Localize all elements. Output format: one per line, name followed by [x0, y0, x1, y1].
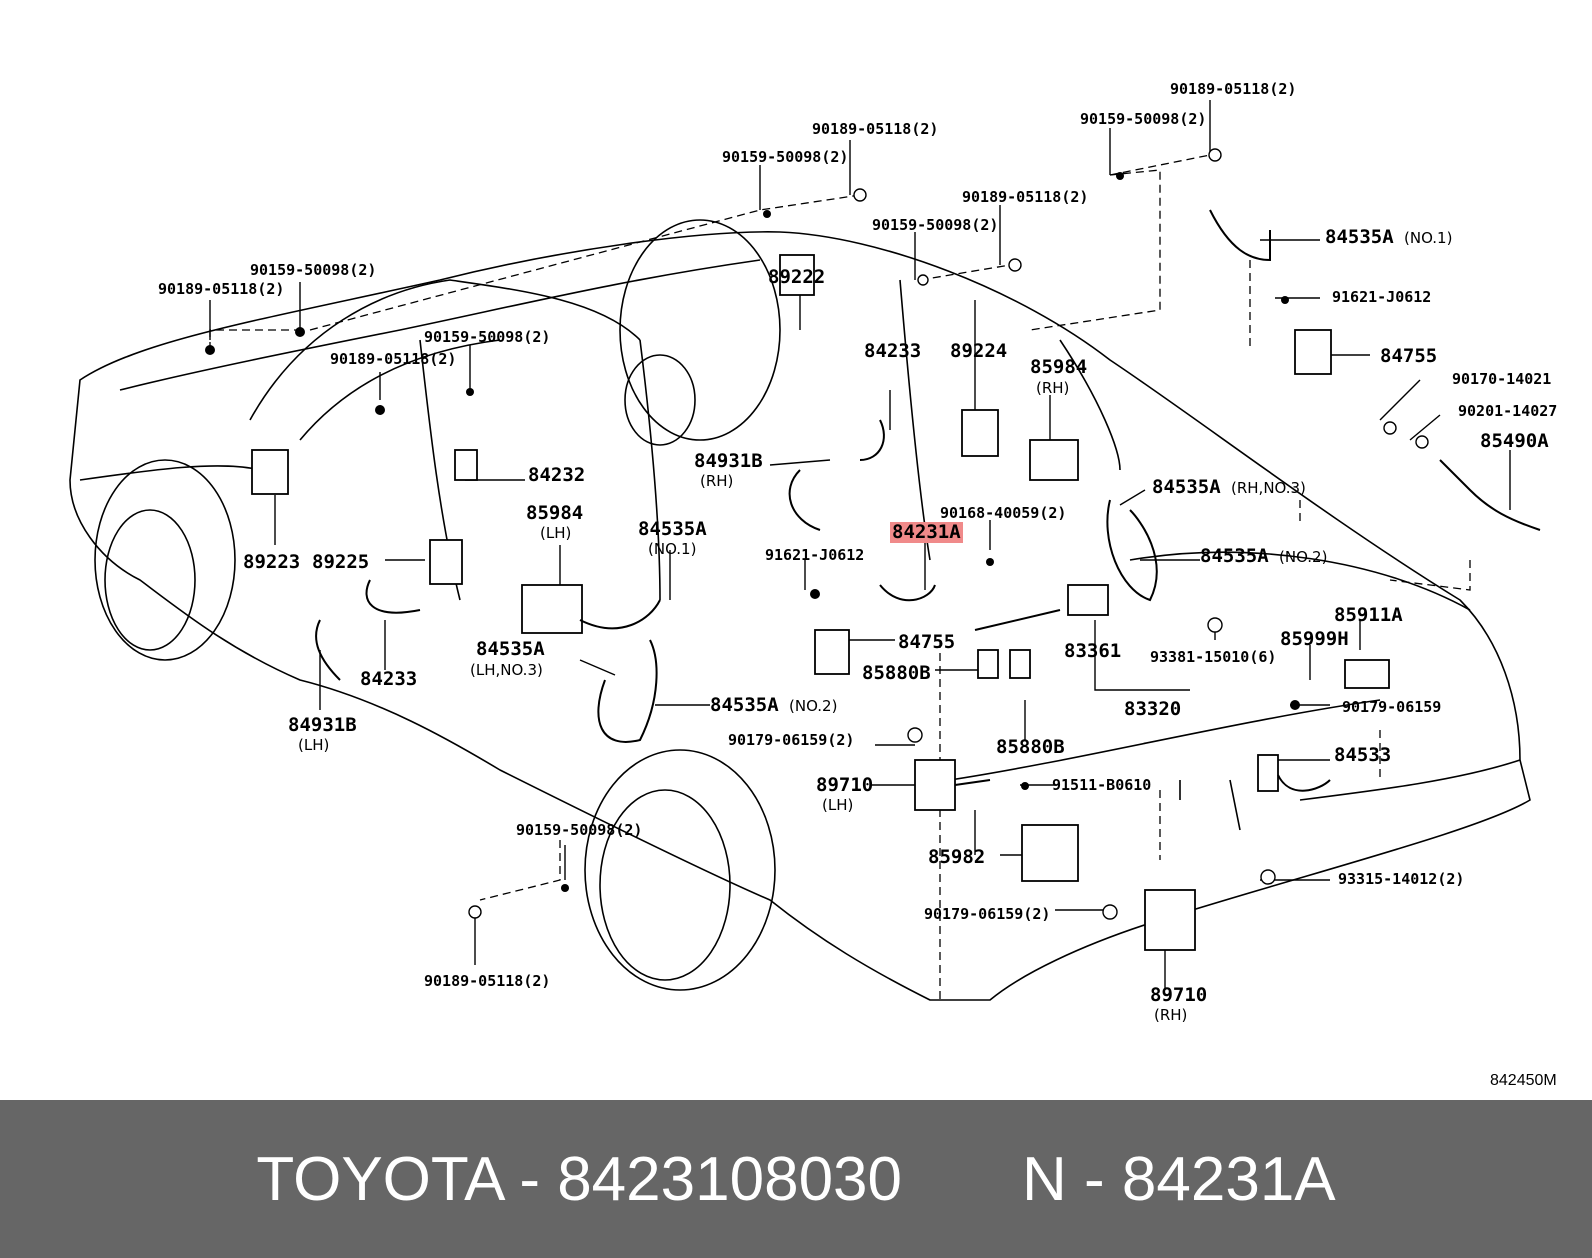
part-sublabel: (RH,NO.3) [1231, 479, 1306, 497]
part-label: 90159-50098(2) [722, 148, 849, 166]
part-label: 90189-05118(2) [962, 188, 1089, 206]
footer-bar: TOYOTA - 8423108030 N - 84231A [0, 1100, 1592, 1258]
part-label: 89225 [312, 551, 370, 573]
car-wiring-illustration [69, 100, 1541, 1001]
part-label: 90170-14021 [1452, 370, 1552, 388]
part-label: 83320 [1124, 698, 1182, 720]
part-label: 90179-06159(2) [924, 905, 1051, 923]
part-label-highlighted-84231A: 84231A [890, 521, 963, 543]
part-label: 89223 [243, 551, 301, 573]
part-label: 84755 [1380, 345, 1438, 367]
diagram-code: 842450M [1490, 1072, 1557, 1089]
part-label: 90179-06159(2) [728, 731, 855, 749]
part-label: 90159-50098(2) [250, 261, 377, 279]
part-label: 89710 [816, 774, 874, 796]
part-sublabel: (NO.2) [789, 697, 838, 715]
part-label: 85984 [1030, 356, 1088, 378]
part-sublabel: (RH) [1154, 1006, 1188, 1024]
part-label: 90189-05118(2) [1170, 80, 1297, 98]
part-label: 90159-50098(2) [516, 821, 643, 839]
part-label-84535A-no1: 84535A [1325, 226, 1394, 248]
part-sublabel: (LH) [822, 796, 854, 814]
part-label: 84931B [694, 450, 763, 472]
part-label: 91621-J0612 [765, 546, 865, 564]
part-label: 84535A [710, 694, 779, 716]
part-label: 93381-15010(6) [1150, 648, 1277, 666]
part-label: 84232 [528, 464, 586, 486]
part-label: 90179-06159 [1342, 698, 1442, 716]
part-sublabel: (RH) [1036, 379, 1070, 397]
part-label: 90168-40059(2) [940, 504, 1067, 522]
part-label: 91621-J0612 [1332, 288, 1432, 306]
part-label: 85490A [1480, 430, 1549, 452]
part-label: 89222 [768, 266, 826, 288]
part-label: 84233 [360, 668, 418, 690]
part-label: 84535A [1152, 476, 1221, 498]
part-label: 84535A [638, 518, 707, 540]
part-label: 85999H [1280, 628, 1349, 650]
part-label: 90189-05118(2) [330, 350, 457, 368]
part-label: 90189-05118(2) [158, 280, 285, 298]
part-sublabel: (LH) [540, 524, 572, 542]
part-label: 90189-05118(2) [424, 972, 551, 990]
part-label: 85911A [1334, 604, 1403, 626]
part-sublabel: (LH) [298, 736, 330, 754]
part-sublabel: (NO.2) [1279, 548, 1328, 566]
part-label: 84233 [864, 340, 922, 362]
part-label: 90159-50098(2) [424, 328, 551, 346]
part-label: 85880B [996, 736, 1065, 758]
part-label: 83361 [1064, 640, 1122, 662]
part-sublabel: (RH) [700, 472, 734, 490]
part-label: 90201-14027 [1458, 402, 1558, 420]
part-label: 84931B [288, 714, 357, 736]
part-label: 89710 [1150, 984, 1208, 1006]
part-label: 89224 [950, 340, 1008, 362]
part-label-84535A-no2: 84535A [1200, 545, 1269, 567]
part-label: 85982 [928, 846, 986, 868]
part-label: 90159-50098(2) [872, 216, 999, 234]
part-label: 90159-50098(2) [1080, 110, 1207, 128]
brand-part-number: TOYOTA - 8423108030 [256, 1144, 903, 1214]
part-label: 84533 [1334, 744, 1392, 766]
part-label: 91511-B0610 [1052, 776, 1152, 794]
part-sublabel: (NO.1) [648, 540, 697, 558]
part-label: 90189-05118(2) [812, 120, 939, 138]
part-label: 85880B [862, 662, 931, 684]
reference-number: N - 84231A [1022, 1144, 1336, 1214]
part-label: 93315-14012(2) [1338, 870, 1465, 888]
part-label: 84535A [476, 638, 545, 660]
part-sublabel: (LH,NO.3) [470, 661, 543, 679]
part-sublabel: (NO.1) [1404, 229, 1453, 247]
parts-diagram: 90189-05118(2) 90159-50098(2) 90189-0511… [69, 80, 1558, 1089]
part-label: 85984 [526, 502, 584, 524]
footer-caption: TOYOTA - 8423108030 N - 84231A [0, 1100, 1592, 1258]
part-label: 84755 [898, 631, 956, 653]
